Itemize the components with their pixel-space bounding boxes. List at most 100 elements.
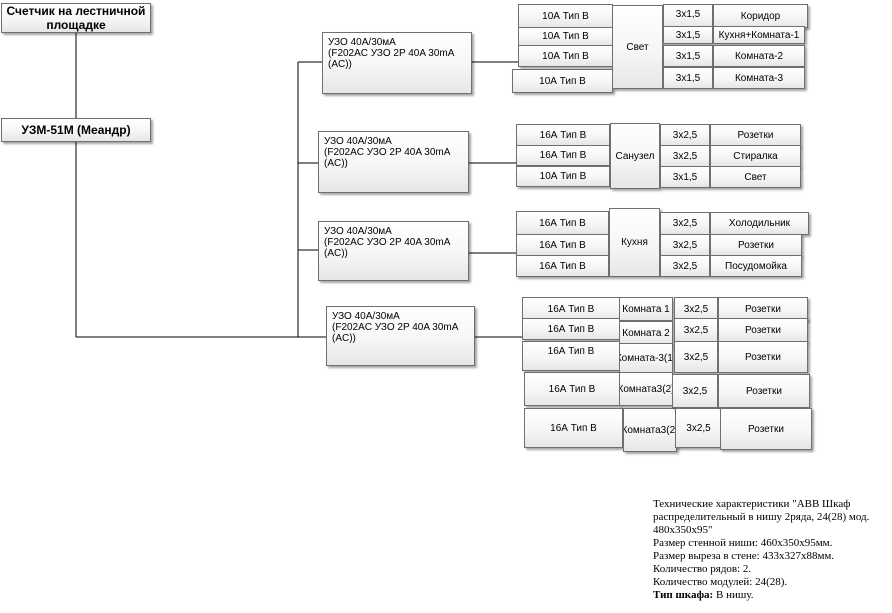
breaker-label: 16А Тип В bbox=[547, 346, 595, 357]
breaker-label: 16А Тип В bbox=[539, 129, 587, 141]
cable-label: 3х2,5 bbox=[672, 129, 698, 141]
group-label: Кухня bbox=[621, 237, 648, 248]
cable-label: 3х2,5 bbox=[683, 351, 709, 363]
breaker-label: 10А Тип В bbox=[542, 31, 589, 42]
cable-box: 3х1,5 bbox=[660, 166, 710, 188]
load-box: Коридор bbox=[713, 4, 808, 28]
breaker-box: 16А Тип В bbox=[516, 234, 609, 256]
breaker-label: 16А Тип В bbox=[548, 383, 596, 395]
breaker-box: 10А Тип В bbox=[518, 27, 613, 46]
breaker-box: 16А Тип В bbox=[524, 408, 623, 448]
breaker-box: 16А Тип В bbox=[516, 255, 609, 277]
cable-box: 3х2,5 bbox=[660, 124, 710, 146]
breaker-label: 10А Тип В bbox=[539, 75, 586, 87]
notes-line-type: Тип шкафа: В нишу. bbox=[653, 589, 889, 602]
load-label: Холодильник bbox=[728, 218, 791, 229]
load-box: Свет bbox=[710, 166, 801, 188]
breaker-label: 16А Тип В bbox=[539, 239, 586, 251]
rcd-label: УЗО 40А/30мА (F202AC УЗО 2P 40A 30mA (AC… bbox=[324, 136, 450, 169]
rcd-box-1: УЗО 40А/30мА (F202AC УЗО 2P 40A 30mA (AC… bbox=[322, 32, 472, 94]
group-box: Свет bbox=[612, 5, 663, 89]
load-label: Розетки bbox=[745, 351, 781, 363]
cable-box: 3х2,5 bbox=[660, 212, 710, 235]
load-box: Стиралка bbox=[710, 145, 801, 167]
group-label: Свет bbox=[626, 41, 649, 53]
group-box: Санузел bbox=[610, 123, 660, 189]
load-label: Комната-2 bbox=[734, 50, 784, 62]
room-box: Комната3(2) bbox=[623, 408, 677, 452]
load-box: Розетки bbox=[718, 341, 808, 373]
load-box: Комната-2 bbox=[713, 45, 805, 67]
breaker-label: 16А Тип В bbox=[539, 150, 587, 161]
load-box: Розетки bbox=[710, 234, 802, 256]
breaker-box: 16А Тип В bbox=[522, 297, 620, 321]
cable-label: 3х2,5 bbox=[683, 324, 709, 336]
breaker-label: 16А Тип В bbox=[550, 422, 597, 434]
cable-box: 3х2,5 bbox=[660, 145, 710, 167]
breaker-label: 10А Тип В bbox=[539, 171, 587, 182]
rcd-label: УЗО 40А/30мА (F202AC УЗО 2P 40A 30mA (AC… bbox=[324, 226, 450, 259]
load-box: Кухня+Комната-1 bbox=[713, 26, 805, 44]
cable-box: 3х1,5 bbox=[663, 67, 713, 89]
load-box: Посудомойка bbox=[710, 255, 802, 277]
meter-box: Счетчик на лестничной площадке bbox=[1, 3, 151, 33]
notes-line: Размер стенной ниши: 460х350х95мм. bbox=[653, 537, 833, 549]
notes-type-value: В нишу. bbox=[713, 589, 754, 601]
breaker-box: 16А Тип В bbox=[524, 372, 620, 406]
load-box: Розетки bbox=[718, 374, 810, 408]
cable-box: 3х2,5 bbox=[674, 341, 718, 373]
breaker-box: 10А Тип В bbox=[518, 45, 613, 67]
breaker-label: 16А Тип В bbox=[547, 323, 595, 335]
cable-label: 3х1,5 bbox=[675, 9, 701, 20]
cable-label: 3х2,5 bbox=[672, 218, 698, 229]
load-label: Розетки bbox=[745, 303, 781, 315]
cable-box: 3х1,5 bbox=[663, 45, 713, 67]
breaker-box: 16А Тип В bbox=[516, 145, 610, 166]
meter-label: Счетчик на лестничной площадке bbox=[6, 4, 146, 32]
breaker-label: 16А Тип В bbox=[539, 260, 586, 272]
breaker-box: 16А Тип В bbox=[522, 318, 620, 340]
room-label: Комната 2 bbox=[622, 327, 670, 339]
cable-box: 3х2,5 bbox=[672, 374, 718, 408]
technical-notes: Технические характеристики "ABB Шкаф рас… bbox=[653, 498, 889, 602]
load-label: Посудомойка bbox=[725, 260, 787, 272]
breaker-label: 16А Тип В bbox=[539, 217, 586, 229]
group-box: Кухня bbox=[609, 208, 660, 277]
cable-label: 3х1,5 bbox=[675, 50, 701, 62]
notes-line: Количество рядов: 2. bbox=[653, 563, 752, 575]
breaker-label: 16А Тип В bbox=[547, 303, 595, 315]
cable-label: 3х2,5 bbox=[672, 239, 698, 251]
rcd-label: УЗО 40А/30мА (F202AC УЗО 2P 40A 30mA (AC… bbox=[332, 311, 458, 344]
load-label: Комната-3 bbox=[734, 72, 784, 84]
load-box: Розетки bbox=[710, 124, 801, 146]
load-label: Розетки bbox=[745, 324, 781, 336]
room-box: Комната-3(1) bbox=[619, 343, 673, 373]
cable-label: 3х2,5 bbox=[686, 422, 711, 434]
cable-label: 3х1,5 bbox=[672, 171, 698, 183]
cable-box: 3х2,5 bbox=[674, 297, 718, 321]
room-label: Комната-3(1) bbox=[619, 352, 673, 364]
rcd-box-3: УЗО 40А/30мА (F202AC УЗО 2P 40A 30mA (AC… bbox=[318, 221, 469, 281]
room-label: Комната3(2) bbox=[623, 424, 677, 436]
rcd-box-2: УЗО 40А/30мА (F202AC УЗО 2P 40A 30mA (AC… bbox=[318, 131, 469, 193]
cable-box: 3х1,5 bbox=[663, 26, 713, 44]
notes-type-label: Тип шкафа: bbox=[653, 589, 714, 601]
breaker-label: 10А Тип В bbox=[542, 50, 589, 62]
main-relay-box: УЗМ-51М (Меандр) bbox=[1, 118, 151, 142]
breaker-label: 10А Тип В bbox=[542, 10, 589, 22]
cable-label: 3х2,5 bbox=[682, 385, 708, 397]
load-label: Розетки bbox=[738, 239, 774, 251]
load-box: Холодильник bbox=[710, 212, 809, 235]
breaker-box: 10А Тип В bbox=[518, 4, 613, 28]
breaker-box: 16А Тип В bbox=[516, 124, 610, 146]
load-label: Стиралка bbox=[733, 150, 778, 162]
notes-line: Размер выреза в стене: 433х327х88мм. bbox=[653, 550, 835, 562]
group-label: Санузел bbox=[615, 150, 655, 162]
room-label: Комната3(2) bbox=[619, 383, 673, 395]
room-box: Комната 2 bbox=[619, 321, 673, 345]
cable-label: 3х1,5 bbox=[675, 29, 701, 41]
load-label: Розетки bbox=[737, 129, 774, 141]
cable-label: 3х2,5 bbox=[672, 150, 698, 162]
load-label: Розетки bbox=[746, 385, 782, 397]
